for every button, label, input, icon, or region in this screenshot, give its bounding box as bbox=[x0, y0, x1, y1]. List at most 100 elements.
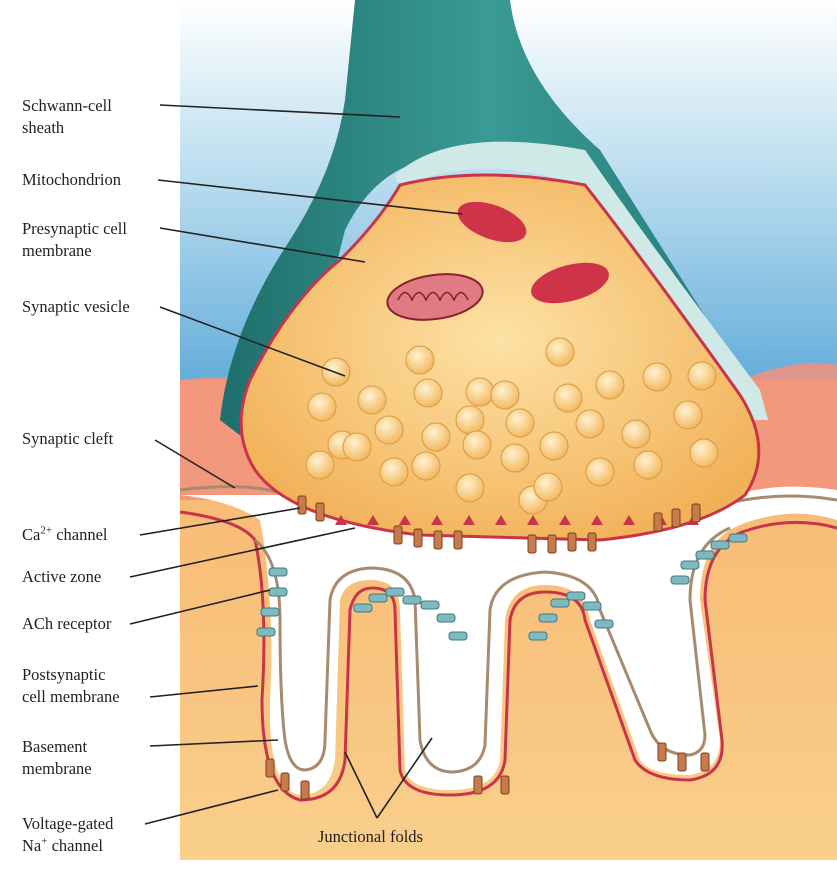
synaptic-vesicle-26 bbox=[501, 444, 529, 472]
ca-channel-6 bbox=[454, 531, 462, 549]
na-channel-5 bbox=[501, 776, 509, 794]
ach-receptor-13 bbox=[539, 614, 557, 622]
synaptic-vesicle-24 bbox=[412, 452, 440, 480]
ca-prefix: Ca bbox=[22, 525, 40, 544]
ach-receptor-19 bbox=[681, 561, 699, 569]
synaptic-vesicle-12 bbox=[688, 362, 716, 390]
synaptic-vesicle-7 bbox=[466, 378, 494, 406]
ach-receptor-2 bbox=[269, 588, 287, 596]
label-junctional-folds: Junctional folds bbox=[318, 826, 423, 848]
na-channel-8 bbox=[701, 753, 709, 771]
ach-receptor-1 bbox=[269, 568, 287, 576]
label-schwann-line1: Schwann-cell bbox=[22, 95, 112, 117]
ach-receptor-3 bbox=[261, 608, 279, 616]
synaptic-vesicle-17 bbox=[576, 410, 604, 438]
synaptic-vesicle-15 bbox=[456, 406, 484, 434]
synaptic-vesicle-22 bbox=[306, 451, 334, 479]
label-mitochondrion: Mitochondrion bbox=[22, 169, 121, 191]
label-ach-text: ACh receptor bbox=[22, 613, 111, 635]
na-channel-6 bbox=[658, 743, 666, 761]
synaptic-vesicle-29 bbox=[634, 451, 662, 479]
ach-receptor-20 bbox=[696, 551, 714, 559]
label-vg-line2: Na+ channel bbox=[22, 835, 113, 857]
label-mitochondrion-text: Mitochondrion bbox=[22, 169, 121, 191]
synaptic-vesicle-19 bbox=[674, 401, 702, 429]
ach-receptor-5 bbox=[354, 604, 372, 612]
ca-channel-10 bbox=[588, 533, 596, 551]
synaptic-vesicle-28 bbox=[586, 458, 614, 486]
label-basement-line2: membrane bbox=[22, 758, 92, 780]
label-voltage-gated: Voltage-gated Na+ channel bbox=[22, 813, 113, 857]
ach-receptor-4 bbox=[257, 628, 275, 636]
synaptic-vesicle-4 bbox=[308, 393, 336, 421]
ca-suffix: channel bbox=[52, 525, 107, 544]
ach-receptor-17 bbox=[595, 620, 613, 628]
label-active-text: Active zone bbox=[22, 566, 101, 588]
ach-receptor-15 bbox=[567, 592, 585, 600]
label-presynaptic: Presynaptic cell membrane bbox=[22, 218, 127, 262]
synaptic-vesicle-16 bbox=[506, 409, 534, 437]
label-cleft: Synaptic cleft bbox=[22, 428, 113, 450]
ach-receptor-9 bbox=[421, 601, 439, 609]
label-vg-line1: Voltage-gated bbox=[22, 813, 113, 835]
ca-channel-2 bbox=[316, 503, 324, 521]
label-basement-line1: Basement bbox=[22, 736, 92, 758]
synaptic-vesicle-25 bbox=[463, 431, 491, 459]
na-channel-2 bbox=[281, 773, 289, 791]
synaptic-vesicle-8 bbox=[491, 381, 519, 409]
ca-channel-12 bbox=[672, 509, 680, 527]
synaptic-vesicle-10 bbox=[596, 371, 624, 399]
ach-receptor-12 bbox=[529, 632, 547, 640]
na-channel-7 bbox=[678, 753, 686, 771]
na-channel-1 bbox=[266, 759, 274, 777]
label-ca-channel: Ca2+ channel bbox=[22, 524, 108, 546]
synaptic-vesicle-21 bbox=[343, 433, 371, 461]
ca-channel-8 bbox=[548, 535, 556, 553]
label-junctional-text: Junctional folds bbox=[318, 826, 423, 848]
ach-receptor-11 bbox=[449, 632, 467, 640]
synaptic-vesicle-2 bbox=[406, 346, 434, 374]
na-suffix: channel bbox=[47, 836, 102, 855]
label-postsynaptic: Postsynaptic cell membrane bbox=[22, 664, 120, 708]
ach-receptor-8 bbox=[403, 596, 421, 604]
label-vesicle-text: Synaptic vesicle bbox=[22, 296, 130, 318]
synaptic-vesicle-33 bbox=[534, 473, 562, 501]
ca-channel-9 bbox=[568, 533, 576, 551]
synaptic-vesicle-31 bbox=[456, 474, 484, 502]
synaptic-vesicle-27 bbox=[540, 432, 568, 460]
ca-channel-5 bbox=[434, 531, 442, 549]
ca-superscript: 2+ bbox=[40, 525, 52, 537]
ca-channel-13 bbox=[692, 504, 700, 522]
synaptic-vesicle-9 bbox=[554, 384, 582, 412]
ach-receptor-14 bbox=[551, 599, 569, 607]
ach-receptor-22 bbox=[729, 534, 747, 542]
ach-receptor-6 bbox=[369, 594, 387, 602]
label-vesicle: Synaptic vesicle bbox=[22, 296, 130, 318]
na-prefix: Na bbox=[22, 836, 41, 855]
synaptic-vesicle-14 bbox=[422, 423, 450, 451]
label-presynaptic-line1: Presynaptic cell bbox=[22, 218, 127, 240]
ach-receptor-16 bbox=[583, 602, 601, 610]
synaptic-vesicle-18 bbox=[622, 420, 650, 448]
label-ach: ACh receptor bbox=[22, 613, 111, 635]
label-schwann: Schwann-cell sheath bbox=[22, 95, 112, 139]
ca-channel-7 bbox=[528, 535, 536, 553]
na-channel-3 bbox=[301, 781, 309, 799]
ca-channel-1 bbox=[298, 496, 306, 514]
ach-receptor-18 bbox=[671, 576, 689, 584]
label-active-zone: Active zone bbox=[22, 566, 101, 588]
label-schwann-line2: sheath bbox=[22, 117, 112, 139]
ach-receptor-21 bbox=[711, 541, 729, 549]
synaptic-vesicle-30 bbox=[690, 439, 718, 467]
label-basement: Basement membrane bbox=[22, 736, 92, 780]
synaptic-vesicle-13 bbox=[375, 416, 403, 444]
ach-receptor-10 bbox=[437, 614, 455, 622]
label-ca-text: Ca2+ channel bbox=[22, 524, 108, 546]
ca-channel-4 bbox=[414, 529, 422, 547]
na-channel-4 bbox=[474, 776, 482, 794]
label-postsyn-line2: cell membrane bbox=[22, 686, 120, 708]
label-presynaptic-line2: membrane bbox=[22, 240, 127, 262]
synaptic-vesicle-5 bbox=[358, 386, 386, 414]
